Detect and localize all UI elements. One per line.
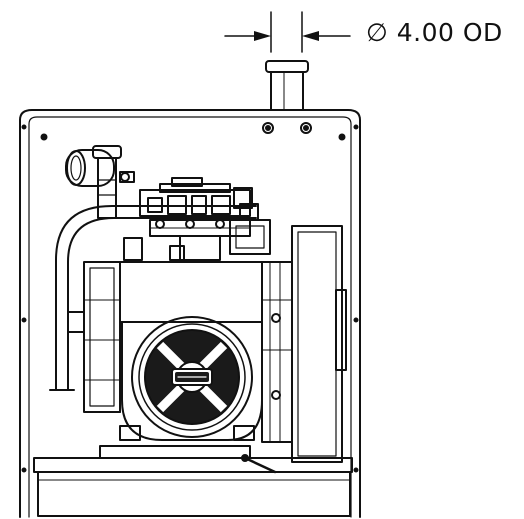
dimension-markers: [224, 11, 351, 53]
side-control-box: [67, 261, 121, 413]
arrowhead-left: [254, 31, 271, 41]
arrowhead-right: [302, 31, 319, 41]
dimension-label-od: ∅ 4.00 OD: [366, 18, 503, 47]
cooling-fan: [131, 316, 253, 438]
right-side-components: [261, 225, 347, 463]
base-skid: [33, 445, 353, 517]
curved-exhaust-pipe: [49, 203, 259, 391]
exhaust-pipe: [265, 60, 309, 111]
enclosure: [19, 109, 361, 518]
